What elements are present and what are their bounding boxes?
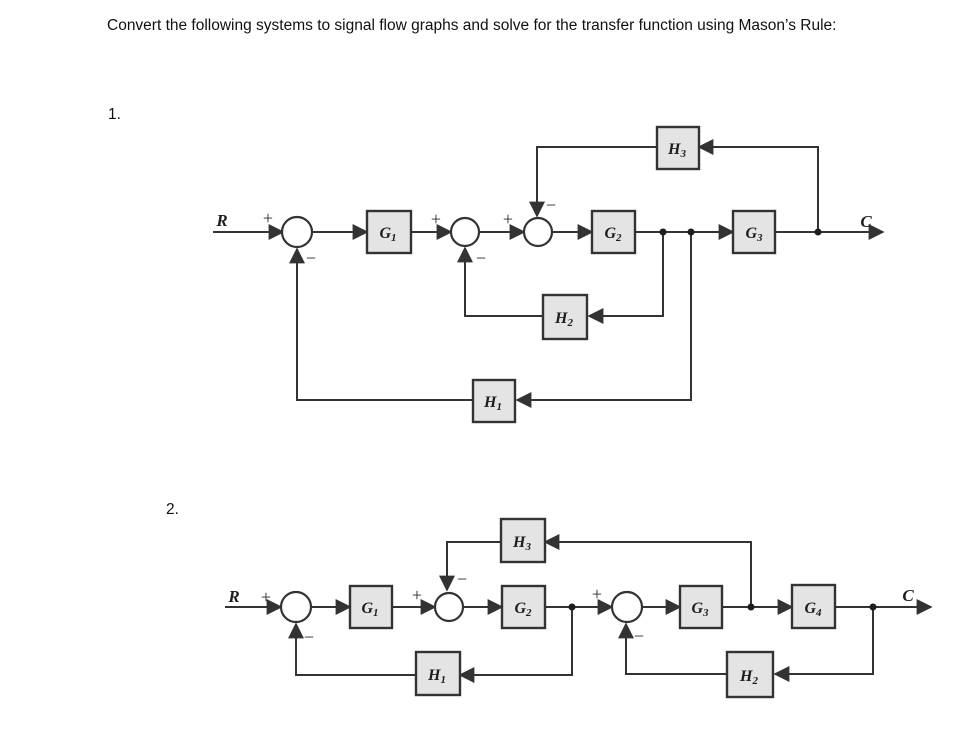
d1-block-g3: G3 bbox=[731, 209, 777, 255]
d2-minus-sign-sum1: − bbox=[304, 627, 314, 647]
d2-block-h2: H2 bbox=[725, 650, 775, 699]
d1-block-g1-box bbox=[365, 209, 413, 255]
d2-minus-sign-sum3: − bbox=[634, 626, 644, 646]
d1-minus-sign-sum3: − bbox=[546, 195, 556, 215]
d1-takeoff-dot-h1 bbox=[687, 228, 695, 236]
d2-wire-takeoff-to-h1 bbox=[458, 607, 573, 683]
d2-output-label: C bbox=[902, 586, 914, 605]
d2-block-g4-box bbox=[790, 583, 837, 630]
d2-wire-takeoff-to-h3 bbox=[543, 534, 752, 607]
d1-wire-h1-to-sum1 bbox=[289, 247, 473, 401]
d1-wire-h3-to-sum3 bbox=[529, 146, 657, 218]
d2-block-g2-label: G2 bbox=[514, 600, 532, 619]
problem-1-number: 1. bbox=[108, 106, 121, 123]
d2-input-label: R bbox=[227, 587, 239, 606]
d2-block-h2-box bbox=[725, 650, 775, 699]
d2-wire-h3-to-sum2 bbox=[439, 541, 501, 592]
block-diagram-1: G1 G2 G3 H3 H2 H1 R bbox=[213, 125, 885, 424]
d2-block-g1-box bbox=[348, 584, 394, 630]
d1-block-g3-label: G3 bbox=[745, 225, 763, 244]
d2-wire-takeoff-to-h2 bbox=[773, 607, 874, 682]
d2-block-h1-box bbox=[414, 650, 462, 697]
d1-input-label: R bbox=[215, 211, 227, 230]
d1-minus-sign-sum2: − bbox=[476, 248, 486, 268]
d2-block-g2: G2 bbox=[500, 584, 547, 630]
problem-2-number: 2. bbox=[166, 501, 179, 518]
d1-takeoff-dot-h3 bbox=[814, 228, 822, 236]
d1-block-g2-box bbox=[590, 209, 637, 255]
d1-takeoff-dot-h2 bbox=[659, 228, 667, 236]
d1-output-label: C bbox=[860, 212, 872, 231]
d2-sum-junction-2 bbox=[433, 591, 465, 623]
d1-block-g2: G2 bbox=[590, 209, 637, 255]
d1-block-h3: H3 bbox=[655, 125, 701, 171]
d2-block-g4-label: G4 bbox=[804, 600, 822, 619]
d1-sum-junction-1 bbox=[280, 215, 314, 249]
d1-block-h1: H1 bbox=[471, 378, 517, 424]
d1-block-h1-box bbox=[471, 378, 517, 424]
d2-block-g1: G1 bbox=[348, 584, 394, 630]
d2-plus-sign-sum2: + bbox=[412, 585, 422, 605]
d2-takeoff-dot-h2 bbox=[869, 603, 877, 611]
d1-plus-sign-sum1: + bbox=[263, 208, 273, 228]
d2-minus-sign-sum2: − bbox=[457, 569, 467, 589]
d1-block-h2-box bbox=[541, 293, 589, 341]
d2-block-h3-label: H3 bbox=[512, 534, 531, 553]
d2-block-g3-box bbox=[678, 584, 724, 630]
block-diagram-2: G1 G2 G3 G4 H3 H1 bbox=[225, 517, 933, 699]
d1-block-h2-label: H2 bbox=[554, 310, 573, 329]
d2-block-g2-box bbox=[500, 584, 547, 630]
d2-block-g4: G4 bbox=[790, 583, 837, 630]
d2-takeoff-dot-h3 bbox=[747, 603, 755, 611]
d2-plus-sign-sum3: + bbox=[592, 584, 602, 604]
d2-block-g1-label: G1 bbox=[361, 600, 378, 619]
d1-block-g2-label: G2 bbox=[604, 225, 622, 244]
d2-wire-h2-to-sum3 bbox=[618, 622, 727, 675]
d1-plus-sign-sum2: + bbox=[431, 209, 441, 229]
d2-wire-h1-to-sum1 bbox=[288, 622, 416, 676]
d1-block-g3-box bbox=[731, 209, 777, 255]
d1-block-g1-label: G1 bbox=[379, 225, 396, 244]
d2-sum-junction-3 bbox=[610, 590, 644, 624]
d2-block-g3: G3 bbox=[678, 584, 724, 630]
d2-block-h1: H1 bbox=[414, 650, 462, 697]
d1-minus-sign-sum1: − bbox=[306, 248, 316, 268]
d1-block-h1-label: H1 bbox=[483, 394, 502, 413]
d2-takeoff-dot-h1 bbox=[568, 603, 576, 611]
d1-block-h2: H2 bbox=[541, 293, 589, 341]
d2-block-h3-box bbox=[499, 517, 547, 564]
d1-sum-junction-3 bbox=[522, 216, 554, 248]
d1-sum-junction-2 bbox=[449, 216, 481, 248]
d2-plus-sign-sum1: + bbox=[261, 587, 271, 607]
d1-wire-takeoff-to-h3 bbox=[697, 139, 819, 232]
d1-wire-takeoff-to-h1 bbox=[515, 232, 692, 408]
instructions-text: Convert the following systems to signal … bbox=[107, 17, 837, 34]
d2-block-h2-label: H2 bbox=[739, 668, 758, 687]
d2-block-g3-label: G3 bbox=[691, 600, 709, 619]
d1-block-h3-label: H3 bbox=[667, 141, 686, 160]
d2-block-h1-label: H1 bbox=[427, 667, 446, 686]
d1-block-g1: G1 bbox=[365, 209, 413, 255]
d1-plus-sign-sum3: + bbox=[503, 209, 513, 229]
d2-sum-junction-1 bbox=[279, 590, 313, 624]
d1-wire-h2-to-sum2 bbox=[457, 246, 543, 317]
d1-wire-takeoff-to-h2 bbox=[587, 232, 664, 324]
d1-block-h3-box bbox=[655, 125, 701, 171]
d2-block-h3: H3 bbox=[499, 517, 547, 564]
